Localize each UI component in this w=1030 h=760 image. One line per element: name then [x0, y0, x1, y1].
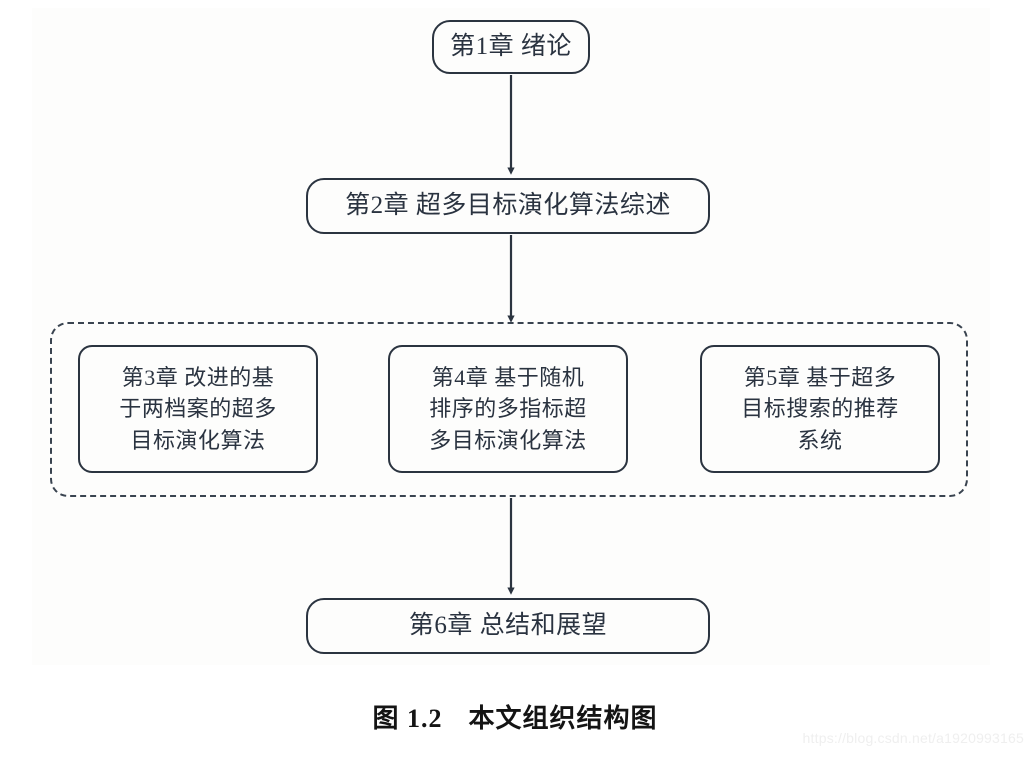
- node-chapter-3-line-2: 于两档案的超多: [119, 396, 277, 422]
- node-chapter-5[interactable]: 第5章 基于超多 目标搜索的推荐 系统: [700, 345, 940, 473]
- node-chapter-5-line-2: 目标搜索的推荐: [741, 396, 899, 422]
- node-chapter-4-line-1: 第4章 基于随机: [431, 365, 585, 391]
- figure-caption: 图 1.2 本文组织结构图: [0, 698, 1030, 735]
- node-chapter-5-line-1: 第5章 基于超多: [743, 365, 897, 391]
- node-chapter-3-line-1: 第3章 改进的基: [121, 365, 275, 391]
- node-chapter-4[interactable]: 第4章 基于随机 排序的多指标超 多目标演化算法: [388, 345, 628, 473]
- node-chapter-2-line-1: 第2章 超多目标演化算法综述: [345, 192, 671, 220]
- watermark-url: https://blog.csdn.net/a1920993165: [802, 730, 1024, 746]
- node-chapter-4-line-3: 多目标演化算法: [429, 427, 587, 453]
- node-chapter-2[interactable]: 第2章 超多目标演化算法综述: [306, 178, 710, 234]
- figure-caption-text: 本文组织结构图: [468, 704, 658, 733]
- node-chapter-6-text: 第6章 总结和展望: [409, 608, 607, 644]
- node-chapter-4-text: 第4章 基于随机 排序的多指标超 多目标演化算法: [429, 362, 587, 456]
- node-chapter-5-line-3: 系统: [797, 427, 843, 453]
- node-chapter-4-line-2: 排序的多指标超: [429, 396, 587, 422]
- node-chapter-5-text: 第5章 基于超多 目标搜索的推荐 系统: [741, 362, 899, 456]
- node-chapter-1[interactable]: 第1章 绪论: [432, 20, 590, 74]
- node-chapter-2-text: 第2章 超多目标演化算法综述: [345, 188, 671, 224]
- node-chapter-3[interactable]: 第3章 改进的基 于两档案的超多 目标演化算法: [78, 345, 318, 473]
- figure-caption-number: 图 1.2: [372, 704, 443, 733]
- node-chapter-1-line-1: 第1章 绪论: [450, 33, 572, 61]
- node-chapter-6-line-1: 第6章 总结和展望: [408, 612, 608, 640]
- node-chapter-3-text: 第3章 改进的基 于两档案的超多 目标演化算法: [119, 362, 277, 456]
- node-chapter-6[interactable]: 第6章 总结和展望: [306, 598, 710, 654]
- parallel-chapters-group: [50, 322, 968, 497]
- node-chapter-3-line-3: 目标演化算法: [130, 427, 266, 453]
- node-chapter-1-text: 第1章 绪论: [450, 29, 572, 65]
